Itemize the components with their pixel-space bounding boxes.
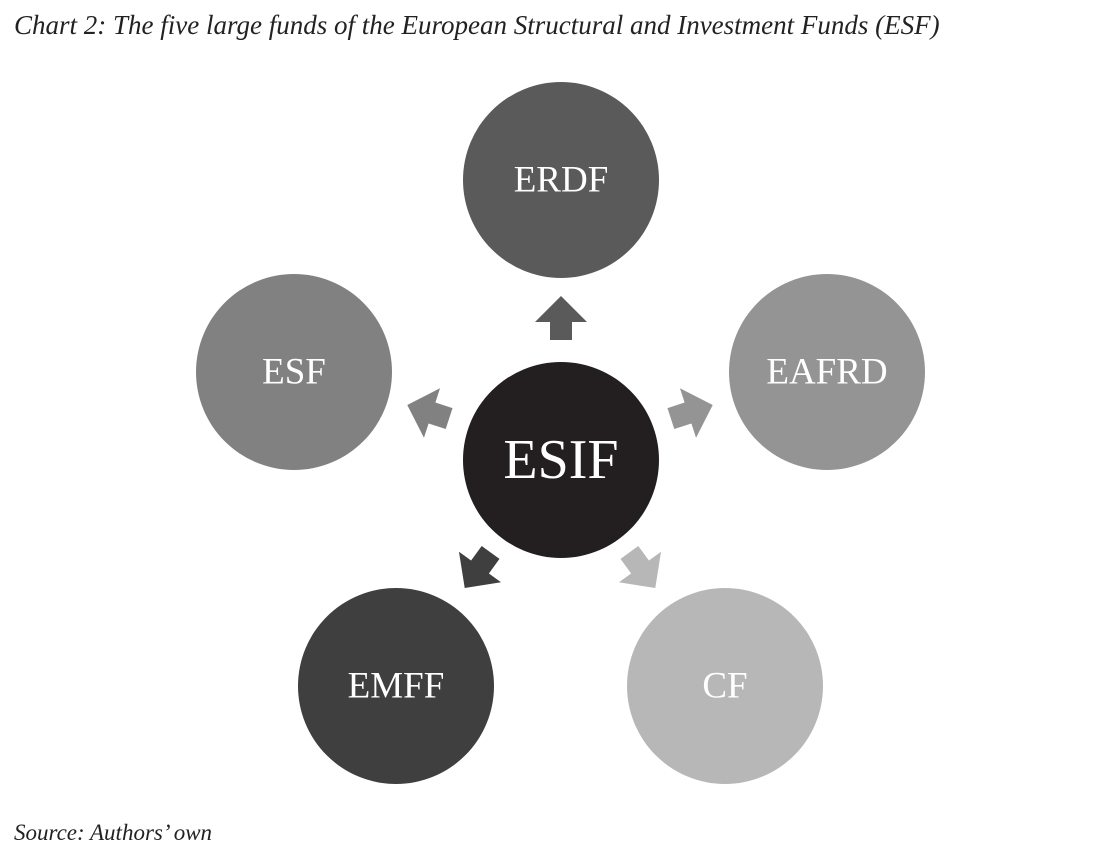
fund-label-eafrd: EAFRD	[766, 352, 887, 393]
center-label: ESIF	[503, 429, 618, 491]
fund-node-cf: CF	[627, 588, 823, 784]
fund-node-erdf: ERDF	[463, 82, 659, 278]
arrow-to-eafrd	[667, 388, 713, 438]
fund-node-eafrd: EAFRD	[729, 274, 925, 470]
fund-label-cf: CF	[702, 666, 747, 707]
arrow-to-erdf	[535, 296, 587, 340]
arrow-to-cf	[618, 545, 662, 589]
center-node-esif: ESIF	[463, 362, 659, 558]
fund-label-emff: EMFF	[348, 666, 445, 707]
arrow-to-esf	[407, 388, 453, 438]
fund-label-erdf: ERDF	[514, 160, 609, 201]
arrow-to-emff	[458, 545, 502, 589]
source-note: Source: Authors’ own	[14, 820, 213, 845]
fund-node-emff: EMFF	[298, 588, 494, 784]
fund-node-esf: ESF	[196, 274, 392, 470]
fund-label-esf: ESF	[262, 352, 326, 393]
chart-title: Chart 2: The five large funds of the Eur…	[14, 10, 940, 40]
